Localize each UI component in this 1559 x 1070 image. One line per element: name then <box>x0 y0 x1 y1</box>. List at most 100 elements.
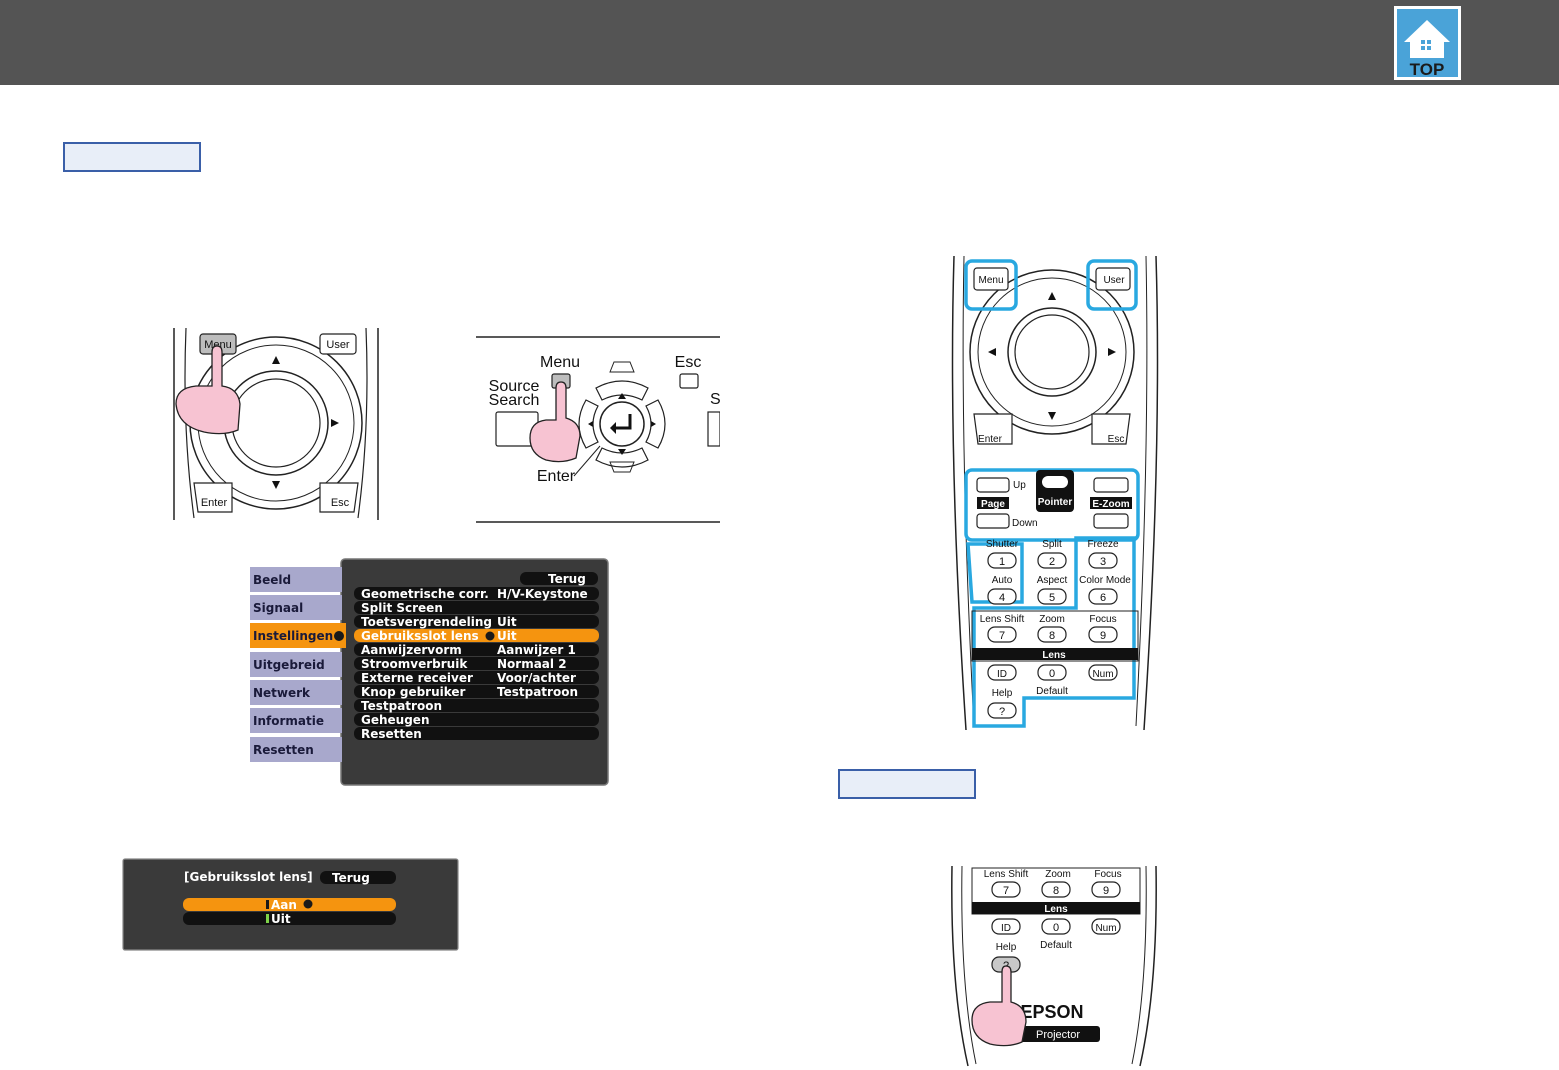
svg-text:Split: Split <box>1042 539 1062 550</box>
key-0[interactable] <box>1041 918 1071 935</box>
svg-text:Menu: Menu <box>204 339 232 351</box>
back-button[interactable] <box>520 572 598 585</box>
zoom-in-key[interactable] <box>1093 477 1129 493</box>
osd-sidebar-item[interactable] <box>250 737 342 762</box>
svg-text:Focus: Focus <box>1094 869 1121 880</box>
osd-item[interactable] <box>354 713 599 726</box>
enter-key[interactable] <box>599 401 645 447</box>
id-key[interactable] <box>991 918 1021 935</box>
finger-icon <box>175 345 241 435</box>
key-8[interactable] <box>1041 881 1071 898</box>
svg-text:Menu: Menu <box>978 275 1003 286</box>
osd-sidebar-item-selected[interactable] <box>250 623 346 648</box>
svg-text:Aanwijzer 1: Aanwijzer 1 <box>497 643 576 657</box>
osd-menu: Beeld Signaal Instellingen Uitgebreid Ne… <box>250 558 609 786</box>
key-2[interactable] <box>1037 552 1067 569</box>
svg-text:Auto: Auto <box>992 575 1013 586</box>
key-6[interactable] <box>1088 588 1118 605</box>
finger-icon <box>971 965 1027 1047</box>
osd-sidebar-item[interactable] <box>250 567 342 592</box>
user-key-highlight[interactable] <box>1086 259 1138 311</box>
svg-text:E-Zoom: E-Zoom <box>1092 499 1129 510</box>
svg-text:Source: Source <box>489 378 540 395</box>
lens-lock-dialog: [Gebruiksslot lens] Terug Aan Uit <box>122 858 459 951</box>
key-1[interactable] <box>987 552 1017 569</box>
svg-text:Knop gebruiker: Knop gebruiker <box>361 685 466 699</box>
key-7[interactable] <box>987 626 1017 643</box>
procedure-box <box>63 142 201 172</box>
key-5[interactable] <box>1037 588 1067 605</box>
dialog-title: [Gebruiksslot lens] <box>184 870 313 884</box>
enter-icon <box>485 631 495 641</box>
osd-sidebar-item[interactable] <box>250 595 342 620</box>
key-8[interactable] <box>1037 626 1067 643</box>
zoom-out-key[interactable] <box>1093 513 1129 529</box>
svg-text:Num: Num <box>1092 669 1113 680</box>
osd-item[interactable] <box>354 615 599 628</box>
svg-text:Uitgebreid: Uitgebreid <box>253 658 325 672</box>
osd-sidebar-item[interactable] <box>250 708 342 733</box>
svg-text:Focus: Focus <box>1089 614 1116 625</box>
svg-text:Terug: Terug <box>332 871 370 885</box>
page-down-key[interactable] <box>976 513 1010 529</box>
page-up-key[interactable] <box>976 477 1010 493</box>
menu-key-highlight[interactable] <box>964 259 1018 311</box>
svg-text:Default: Default <box>1040 940 1072 951</box>
svg-text:Resetten: Resetten <box>253 743 314 757</box>
svg-text:Esc: Esc <box>1108 434 1125 445</box>
osd-sidebar-item[interactable] <box>250 652 342 677</box>
svg-text:Uit: Uit <box>497 615 517 629</box>
svg-text:Toetsvergrendeling: Toetsvergrendeling <box>361 615 492 629</box>
control-panel: Menu Esc Source Search Sh Enter <box>476 336 720 523</box>
osd-item[interactable] <box>354 601 599 614</box>
svg-text:Sh: Sh <box>710 391 720 408</box>
osd-item[interactable] <box>354 699 599 712</box>
key-4[interactable] <box>987 588 1017 605</box>
key-7[interactable] <box>991 881 1021 898</box>
svg-text:Up: Up <box>1013 480 1026 491</box>
osd-item[interactable] <box>354 657 599 670</box>
osd-item[interactable] <box>354 685 599 698</box>
option-off[interactable] <box>183 912 396 925</box>
svg-text:Terug: Terug <box>548 572 586 586</box>
esc-key[interactable] <box>679 373 699 389</box>
svg-text:Freeze: Freeze <box>1087 539 1119 550</box>
svg-text:Menu: Menu <box>540 354 580 371</box>
help-key[interactable] <box>987 702 1017 719</box>
enter-key[interactable] <box>973 413 1013 445</box>
svg-text:Color Mode: Color Mode <box>1079 575 1131 586</box>
svg-text:Aspect: Aspect <box>1037 575 1068 586</box>
osd-item[interactable] <box>354 727 599 740</box>
top-link[interactable]: TOP <box>1394 6 1461 80</box>
osd-item[interactable] <box>354 671 599 684</box>
esc-key[interactable] <box>1091 413 1131 445</box>
house-icon <box>1404 20 1450 58</box>
option-on[interactable] <box>183 898 396 911</box>
key-3[interactable] <box>1088 552 1118 569</box>
key-0[interactable] <box>1037 664 1067 681</box>
id-key[interactable] <box>987 664 1017 681</box>
num-key[interactable] <box>1091 918 1121 935</box>
radio-icon <box>266 900 269 909</box>
user-key[interactable] <box>319 333 357 355</box>
finger-icon <box>529 381 581 463</box>
svg-text:User: User <box>326 339 350 351</box>
osd-item-list: Geometrische corr. H/V-Keystone Split Sc… <box>354 587 599 741</box>
osd-item-selected[interactable] <box>354 629 599 642</box>
svg-text:User: User <box>1103 275 1125 286</box>
brand-logo: EPSON <box>1020 1002 1083 1022</box>
svg-text:3: 3 <box>1100 556 1106 568</box>
key-9[interactable] <box>1088 626 1118 643</box>
osd-item[interactable] <box>354 643 599 656</box>
svg-text:Geometrische corr.: Geometrische corr. <box>361 587 489 601</box>
osd-sidebar-item[interactable] <box>250 680 342 705</box>
svg-text:Split Screen: Split Screen <box>361 601 443 615</box>
back-button[interactable] <box>320 871 396 884</box>
enter-key[interactable] <box>193 482 233 513</box>
svg-text:Aanwijzervorm: Aanwijzervorm <box>361 643 462 657</box>
esc-key[interactable] <box>319 482 359 513</box>
svg-text:Testpatroon: Testpatroon <box>361 699 442 713</box>
osd-item[interactable] <box>354 587 599 600</box>
key-9[interactable] <box>1091 881 1121 898</box>
num-key[interactable] <box>1088 664 1118 681</box>
